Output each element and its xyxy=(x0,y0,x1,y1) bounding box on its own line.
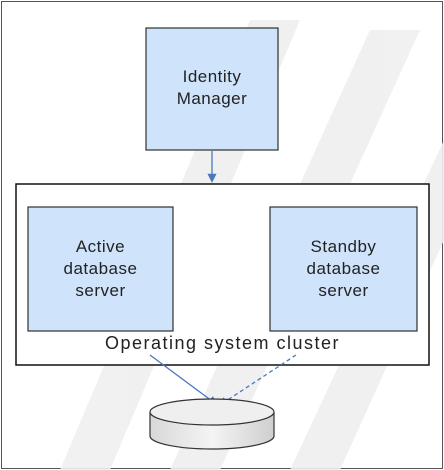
standby-server-label: Standby database server xyxy=(306,237,381,300)
identity-manager-box xyxy=(145,27,279,151)
standby-to-disk-arrow xyxy=(218,354,297,407)
standby-server-box xyxy=(269,206,418,332)
cluster-label: Operating system cluster xyxy=(104,333,341,353)
identity-manager-label: Identity Manager xyxy=(176,67,248,108)
active-server-label: Active database server xyxy=(63,237,138,300)
disk-icon xyxy=(149,398,275,450)
active-server-box xyxy=(27,206,174,332)
active-to-disk-arrow xyxy=(149,354,218,406)
